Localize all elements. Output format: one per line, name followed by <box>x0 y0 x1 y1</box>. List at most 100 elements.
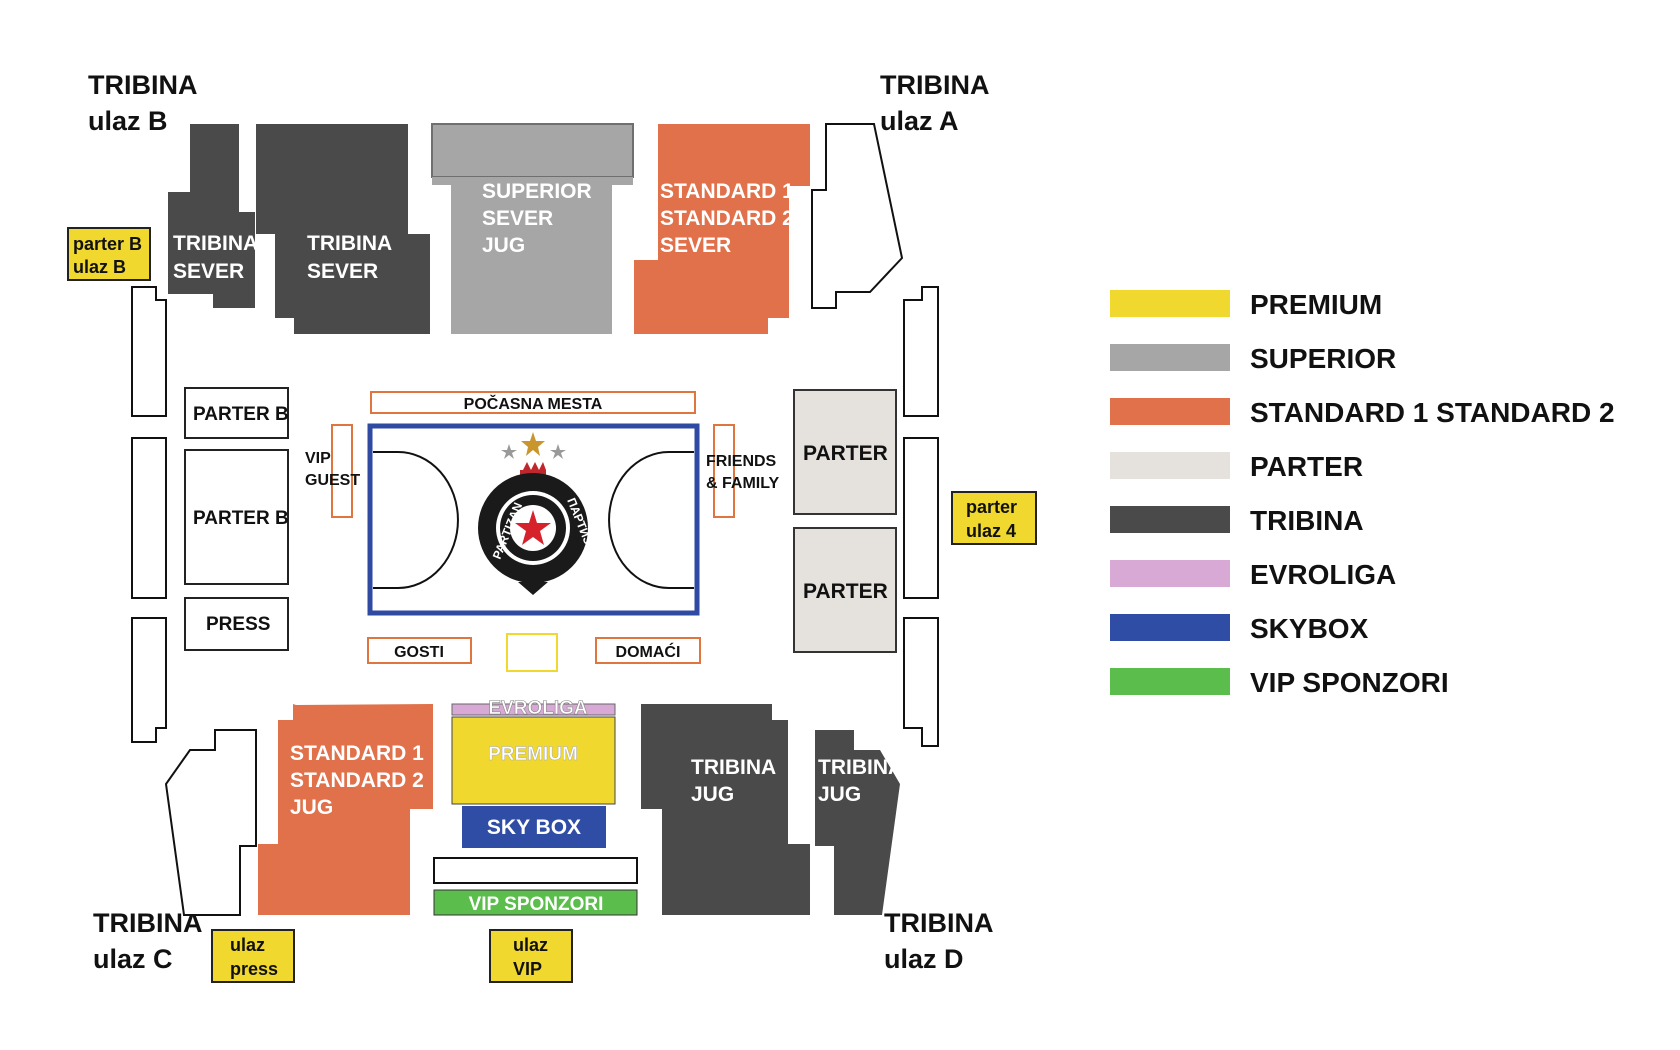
svg-text:VIP: VIP <box>305 450 331 467</box>
svg-text:ulaz B: ulaz B <box>88 106 168 136</box>
svg-text:press: press <box>230 959 278 979</box>
vip-sponzori-section[interactable]: VIP SPONZORI <box>433 889 638 916</box>
parter-b-mid-box[interactable]: PARTER B <box>184 449 289 585</box>
press-entrance-badge[interactable]: ulaz press <box>211 929 295 983</box>
svg-text:PARTER: PARTER <box>803 580 888 603</box>
tribina-ulaz-a-outline <box>811 123 904 309</box>
legend-label-3: PARTER <box>1250 451 1363 482</box>
svg-text:ulaz: ulaz <box>230 935 265 955</box>
svg-text:STANDARD 2: STANDARD 2 <box>660 207 794 230</box>
svg-text:ulaz: ulaz <box>513 935 548 955</box>
press-box[interactable]: PRESS <box>184 597 289 651</box>
svg-text:TRIBINA: TRIBINA <box>818 756 903 779</box>
legend-swatch-4 <box>1110 506 1230 533</box>
superior-label: SUPERIOR SEVER JUG <box>482 180 592 257</box>
svg-text:JUG: JUG <box>818 783 861 806</box>
tribina-sever-label: TRIBINA SEVER <box>307 232 392 283</box>
tribina-jug-right-label: TRIBINA JUG <box>818 756 903 806</box>
legend-swatch-1 <box>1110 344 1230 371</box>
svg-text:parter B: parter B <box>73 234 142 254</box>
vip-guest-box[interactable] <box>331 424 353 518</box>
table-box <box>506 633 558 672</box>
corner-label-top-right: TRIBINA ulaz A <box>880 70 990 136</box>
standard-sever-label: STANDARD 1 STANDARD 2 SEVER <box>660 180 794 257</box>
svg-text:STANDARD 1: STANDARD 1 <box>290 742 424 765</box>
sky-box-section[interactable]: SKY BOX <box>462 806 606 848</box>
parter-b-top-box[interactable]: PARTER B <box>184 387 289 439</box>
legend-label-5: EVROLIGA <box>1250 559 1396 590</box>
svg-text:PREMIUM: PREMIUM <box>488 744 578 765</box>
legend-label-2: STANDARD 1 STANDARD 2 <box>1250 397 1615 428</box>
tribina-ulaz-c-outline <box>164 729 257 916</box>
crest-star-gold <box>521 432 545 456</box>
evroliga-section[interactable]: EVROLIGA <box>451 698 616 719</box>
domaci-box[interactable]: DOMAĆI <box>595 637 701 664</box>
svg-text:SEVER: SEVER <box>307 260 378 283</box>
svg-text:JUG: JUG <box>691 783 734 806</box>
parter-right-bottom-box[interactable]: PARTER <box>793 527 897 653</box>
svg-text:parter: parter <box>966 497 1017 517</box>
pocasna-mesta-box[interactable]: POČASNA MESTA <box>370 391 696 414</box>
friends-family-label: FRIENDS & FAMILY <box>706 453 780 492</box>
parter-4-entrance-badge[interactable]: parter ulaz 4 <box>951 491 1037 545</box>
left-aisle-top <box>131 286 167 417</box>
vip-guest-label: VIP GUEST <box>305 450 360 489</box>
gosti-box[interactable]: GOSTI <box>367 637 472 664</box>
svg-text:TRIBINA: TRIBINA <box>880 70 990 100</box>
friends-family-box[interactable] <box>713 424 735 518</box>
vip-entrance-badge[interactable]: ulaz VIP <box>489 929 573 983</box>
legend-swatch-5 <box>1110 560 1230 587</box>
svg-text:VIP: VIP <box>513 959 542 979</box>
left-aisle-bottom <box>131 617 167 743</box>
svg-text:POČASNA MESTA: POČASNA MESTA <box>464 394 603 413</box>
left-aisle-mid <box>131 437 167 599</box>
premium-section[interactable]: PREMIUM <box>451 716 616 805</box>
svg-text:ulaz B: ulaz B <box>73 257 126 277</box>
svg-text:ulaz D: ulaz D <box>884 944 964 974</box>
legend-swatch-6 <box>1110 614 1230 641</box>
right-aisle-mid <box>903 437 939 599</box>
svg-text:STANDARD 1: STANDARD 1 <box>660 180 794 203</box>
seating-legend: PREMIUM SUPERIOR STANDARD 1 STANDARD 2 PART… <box>1110 289 1615 698</box>
club-crest-logo: PARTIZAN ПАРТИЗАН <box>478 432 602 595</box>
svg-text:ulaz 4: ulaz 4 <box>966 521 1016 541</box>
legend-swatch-0 <box>1110 290 1230 317</box>
svg-text:SEVER: SEVER <box>660 234 731 257</box>
legend-swatch-2 <box>1110 398 1230 425</box>
svg-text:PRESS: PRESS <box>206 614 270 635</box>
svg-text:TRIBINA: TRIBINA <box>307 232 392 255</box>
tribina-jug-label: TRIBINA JUG <box>691 756 776 806</box>
right-aisle-top <box>903 286 939 417</box>
tribina-sever-section[interactable] <box>256 124 430 334</box>
corner-label-bottom-right: TRIBINA ulaz D <box>884 908 994 974</box>
parter-b-entrance-badge[interactable]: parter B ulaz B <box>67 227 151 281</box>
tribina-jug-section[interactable] <box>641 704 810 915</box>
svg-text:GOSTI: GOSTI <box>394 644 444 661</box>
standard-jug-section[interactable] <box>258 704 433 915</box>
svg-text:VIP SPONZORI: VIP SPONZORI <box>469 894 604 915</box>
svg-text:& FAMILY: & FAMILY <box>706 475 780 492</box>
tribina-jug-right-section[interactable] <box>815 730 900 915</box>
svg-text:STANDARD 2: STANDARD 2 <box>290 769 424 792</box>
svg-text:SEVER: SEVER <box>173 260 244 283</box>
tribina-sever-left-label: TRIBINA SEVER <box>173 232 258 283</box>
svg-text:SEVER: SEVER <box>482 207 553 230</box>
legend-label-4: TRIBINA <box>1250 505 1364 536</box>
svg-text:EVROLIGA: EVROLIGA <box>488 698 588 719</box>
legend-label-7: VIP SPONZORI <box>1250 667 1449 698</box>
parter-right-top-box[interactable]: PARTER <box>793 389 897 515</box>
legend-label-0: PREMIUM <box>1250 289 1382 320</box>
superior-section[interactable] <box>431 123 634 334</box>
svg-text:SKY BOX: SKY BOX <box>487 816 581 839</box>
empty-row-box <box>433 857 638 884</box>
legend-swatch-7 <box>1110 668 1230 695</box>
svg-text:TRIBINA: TRIBINA <box>691 756 776 779</box>
standard-sever-section[interactable] <box>634 124 810 334</box>
svg-text:ulaz A: ulaz A <box>880 106 959 136</box>
legend-label-1: SUPERIOR <box>1250 343 1396 374</box>
svg-text:JUG: JUG <box>290 796 333 819</box>
tribina-sever-left-section[interactable] <box>168 124 255 308</box>
svg-text:GUEST: GUEST <box>305 472 360 489</box>
legend-label-6: SKYBOX <box>1250 613 1369 644</box>
